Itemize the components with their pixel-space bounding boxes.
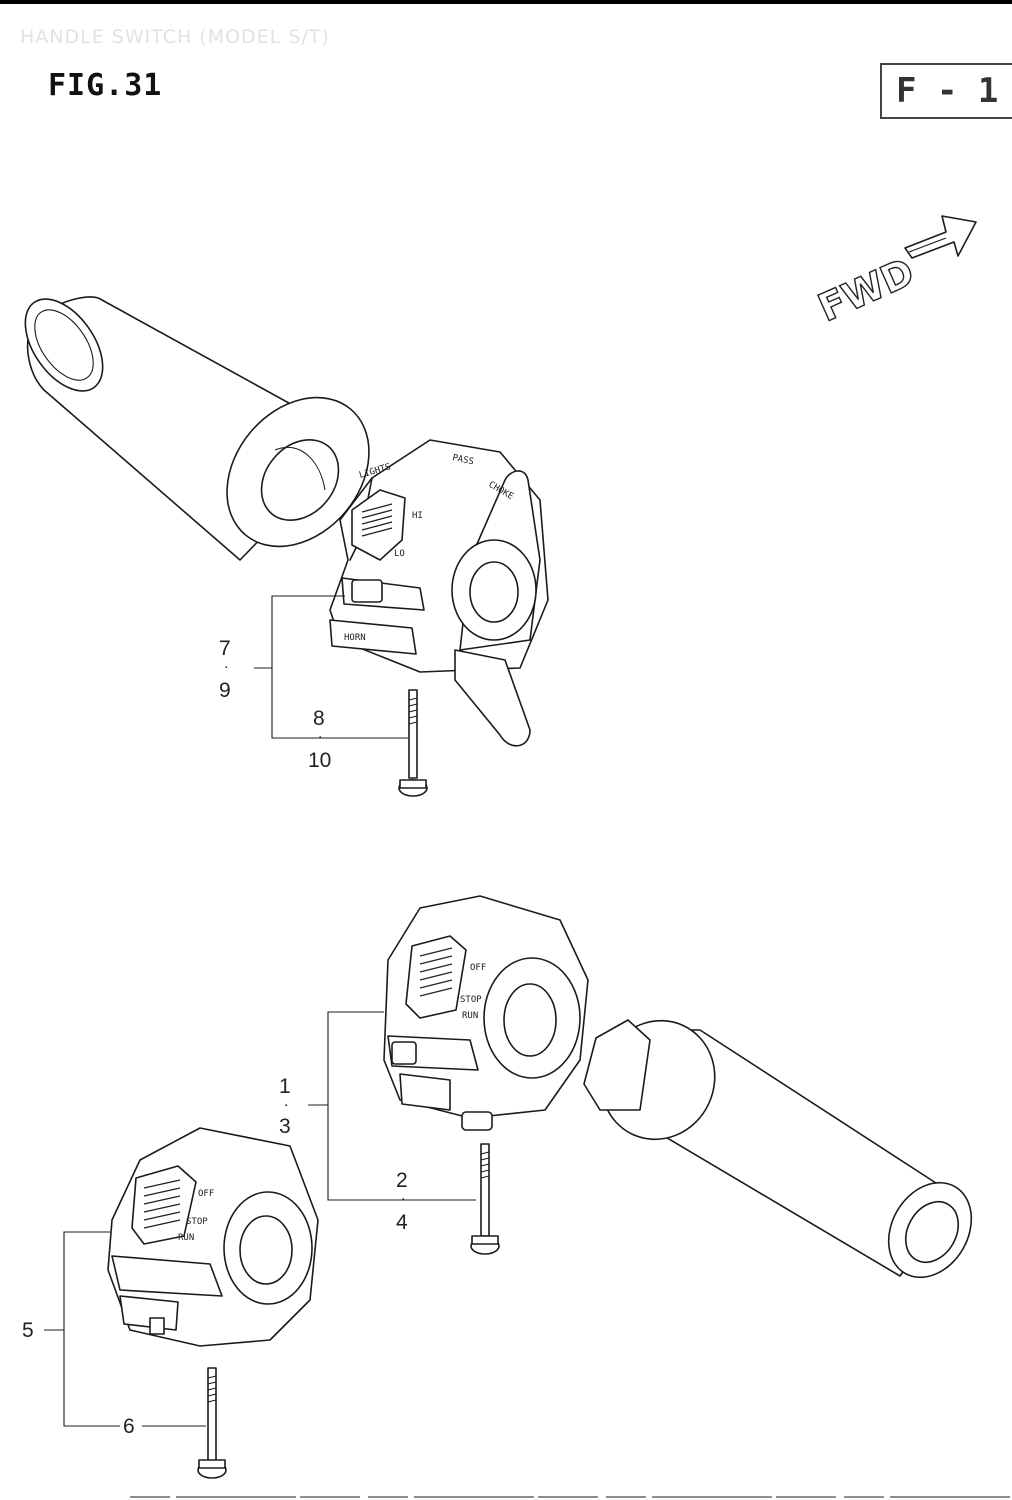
callout-separator-1-3: . xyxy=(284,1093,289,1110)
left-switch-housing: LIGHTS PASS CHOKE HI LO HORN xyxy=(329,439,549,747)
callout-3: 3 xyxy=(279,1115,291,1138)
switch-hatching-lower xyxy=(143,1179,181,1229)
callout-1: 1 xyxy=(279,1075,291,1098)
leader-lines-middle xyxy=(308,1011,476,1201)
screw-lower xyxy=(197,1367,227,1479)
forward-arrow-icon: FWD xyxy=(811,215,977,331)
leader-lines-upper xyxy=(254,595,408,739)
lower-left-switch-housing: OFF STOP RUN xyxy=(107,1127,319,1347)
switch-hatching xyxy=(361,503,393,537)
off-label-1: OFF xyxy=(470,963,486,973)
callout-separator-7-9: . xyxy=(224,655,229,672)
pass-label: PASS xyxy=(451,453,474,467)
callout-4: 4 xyxy=(396,1211,408,1234)
callout-separator-8-10: . xyxy=(318,725,323,742)
callout-7: 7 xyxy=(219,637,231,660)
callout-8: 8 xyxy=(313,707,325,730)
screw-middle xyxy=(470,1143,500,1255)
right-handlebar-grip xyxy=(583,1019,973,1279)
stop-label-2: STOP xyxy=(186,1217,208,1227)
run-label-2: RUN xyxy=(178,1233,194,1243)
off-label-2: OFF xyxy=(198,1189,214,1199)
callout-2: 2 xyxy=(396,1169,408,1192)
stop-label-1: STOP xyxy=(460,995,482,1005)
callout-separator-2-4: . xyxy=(401,1187,406,1204)
figure-number: FIG.31 xyxy=(48,68,163,103)
switch-hatching-right xyxy=(419,947,453,997)
lo-label: LO xyxy=(394,549,405,559)
callout-5: 5 xyxy=(22,1319,34,1342)
top-border-rule xyxy=(0,0,1012,4)
right-switch-housing: OFF STOP RUN xyxy=(383,895,589,1131)
horn-label: HORN xyxy=(344,633,366,643)
hi-label: HI xyxy=(412,511,423,521)
reference-code-box: F - 1 xyxy=(880,63,1012,119)
left-handlebar-grip xyxy=(24,296,370,561)
callout-10: 10 xyxy=(308,749,332,772)
run-label-1: RUN xyxy=(462,1011,478,1021)
leader-lines-lower xyxy=(44,1231,206,1427)
fwd-label: FWD xyxy=(812,250,921,331)
callout-6: 6 xyxy=(123,1415,135,1438)
faint-header-title: HANDLE SWITCH (MODEL S/T) xyxy=(20,26,330,48)
callout-9: 9 xyxy=(219,679,231,702)
screw-upper xyxy=(398,689,428,797)
